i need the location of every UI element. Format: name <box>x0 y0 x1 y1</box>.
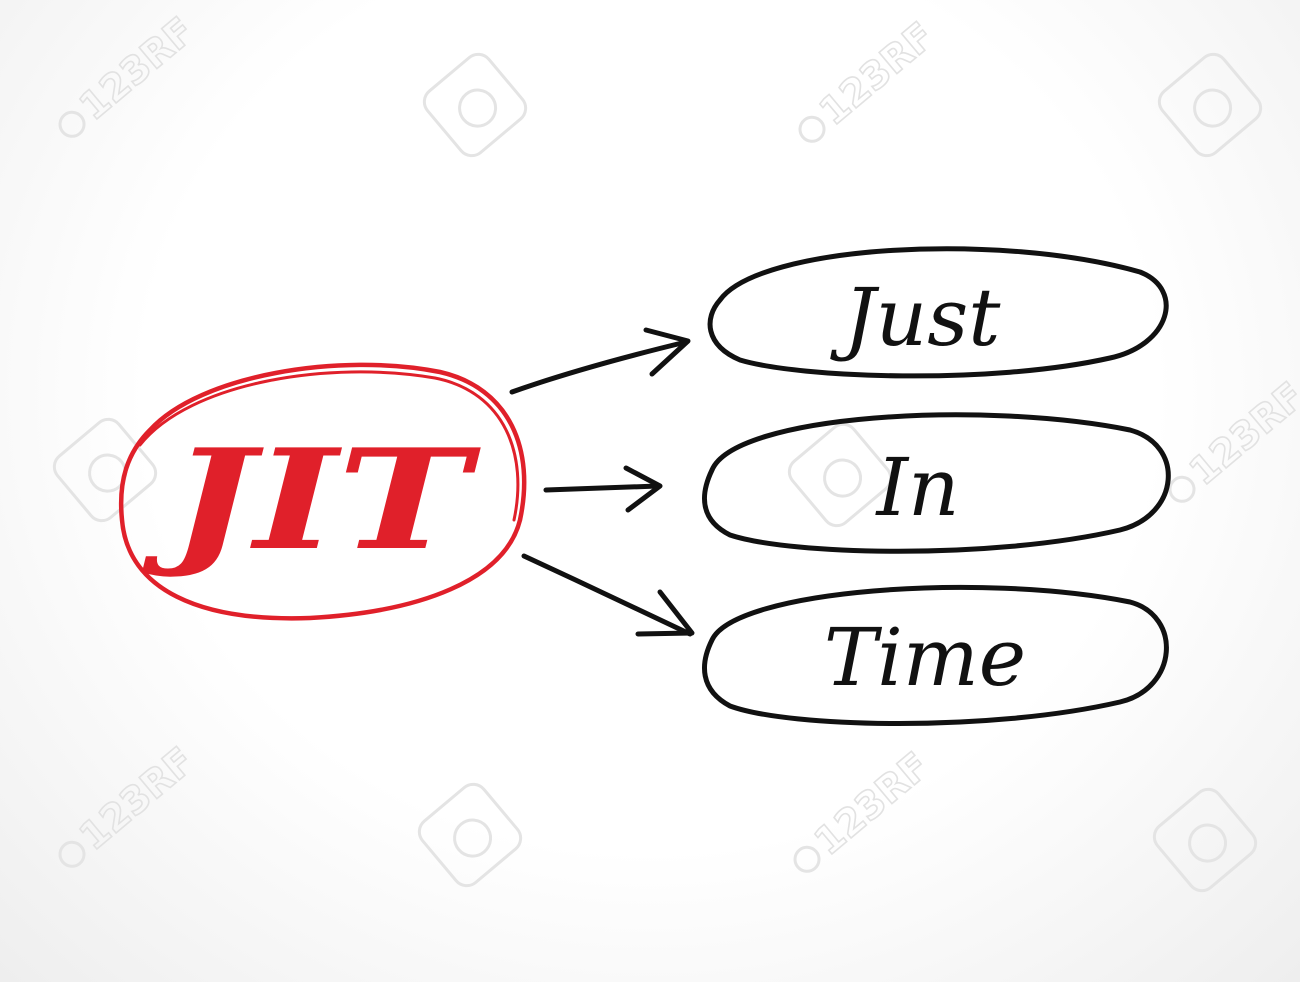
word-label-just: Just <box>830 271 1002 364</box>
watermark-camera-badge <box>422 52 528 158</box>
expansion-node-in: In <box>702 412 1171 554</box>
watermark-stamp: 123RF <box>58 738 203 868</box>
watermark-stamp: 123RF <box>1168 373 1300 503</box>
watermark-camera-badge <box>1157 52 1263 158</box>
arrow-to-just <box>509 327 691 395</box>
watermark-text: 123RF <box>71 9 202 129</box>
watermark-camera-badge <box>1152 787 1258 893</box>
word-ellipse <box>702 412 1171 554</box>
watermark-text: 123RF <box>1181 374 1300 494</box>
camera-icon <box>787 422 893 528</box>
camera-icon <box>58 840 86 868</box>
camera-icon <box>1152 787 1258 893</box>
camera-icon <box>793 845 821 873</box>
watermark-stamp: 123RF <box>798 13 943 143</box>
acronym-label: JIT <box>142 418 482 581</box>
word-label-time: Time <box>824 611 1026 704</box>
acronym-node: JIT <box>118 362 527 621</box>
expansion-node-time: Time <box>702 584 1169 726</box>
word-ellipse <box>707 246 1169 379</box>
acronym-ellipse-overstroke <box>138 370 520 522</box>
arrows <box>509 327 695 637</box>
camera-icon <box>417 782 523 888</box>
camera-icon <box>52 417 158 523</box>
watermark-text: 123RF <box>806 744 937 864</box>
watermark-text: 123RF <box>71 739 202 859</box>
expansion-node-just: Just <box>707 246 1169 379</box>
camera-icon <box>422 52 528 158</box>
watermark-text: 123RF <box>811 14 942 134</box>
watermark-camera-badge <box>787 422 893 528</box>
watermark-stamp: 123RF <box>793 743 938 873</box>
camera-icon <box>1157 52 1263 158</box>
acronym-ellipse <box>118 362 527 621</box>
camera-icon <box>1168 475 1196 503</box>
watermark-camera-badge <box>52 417 158 523</box>
watermark-camera-badge <box>417 782 523 888</box>
word-ellipse <box>702 584 1169 726</box>
camera-icon <box>58 110 86 138</box>
arrow-to-in <box>543 465 663 513</box>
arrow-to-time <box>521 553 695 637</box>
camera-icon <box>798 115 826 143</box>
watermark-stamp: 123RF <box>58 8 203 138</box>
word-label-in: In <box>874 441 959 534</box>
